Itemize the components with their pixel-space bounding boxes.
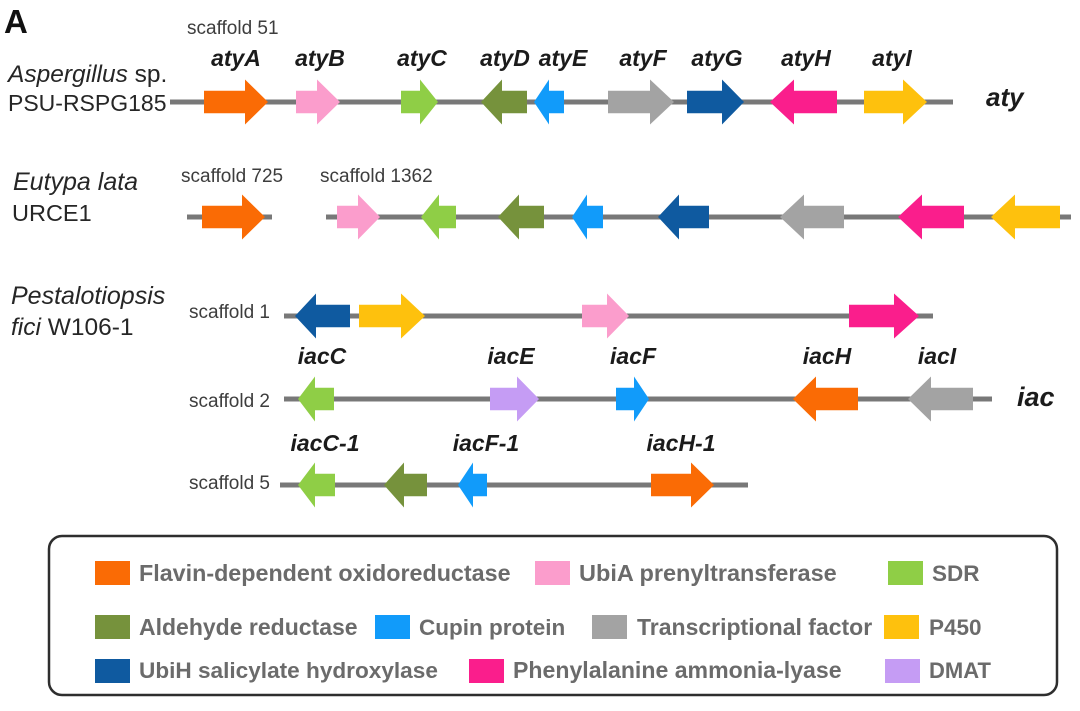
svg-text:scaffold 5: scaffold 5	[189, 473, 270, 494]
svg-text:SDR: SDR	[932, 561, 980, 586]
svg-text:Cupin protein: Cupin protein	[419, 615, 565, 640]
svg-text:atyC: atyC	[397, 45, 447, 71]
svg-text:scaffold 51: scaffold 51	[187, 18, 279, 39]
svg-text:scaffold 1: scaffold 1	[189, 302, 270, 323]
svg-text:Phenylalanine ammonia-lyase: Phenylalanine ammonia-lyase	[513, 657, 842, 683]
svg-text:atyI: atyI	[872, 45, 912, 71]
svg-text:scaffold 2: scaffold 2	[189, 391, 270, 412]
svg-text:URCE1: URCE1	[12, 200, 92, 226]
svg-text:iacC-1: iacC-1	[290, 430, 359, 456]
svg-text:atyH: atyH	[781, 45, 831, 71]
svg-text:PSU-RSPG185: PSU-RSPG185	[8, 90, 167, 116]
svg-text:Eutypa lata: Eutypa lata	[13, 168, 138, 196]
svg-text:Pestalotiopsis: Pestalotiopsis	[11, 282, 165, 310]
svg-text:A: A	[4, 3, 28, 40]
svg-text:P450: P450	[929, 615, 982, 640]
svg-text:iacE: iacE	[487, 343, 535, 369]
svg-text:iacC: iacC	[298, 343, 347, 369]
svg-text:atyB: atyB	[295, 45, 345, 71]
svg-text:Transcriptional factor: Transcriptional factor	[637, 614, 872, 640]
svg-text:iacI: iacI	[918, 343, 957, 369]
svg-text:atyG: atyG	[691, 45, 742, 71]
svg-text:iacF-1: iacF-1	[453, 430, 519, 456]
svg-text:Aldehyde reductase: Aldehyde reductase	[139, 614, 358, 640]
svg-text:UbiH salicylate hydroxylase: UbiH salicylate hydroxylase	[139, 658, 438, 683]
svg-text:DMAT: DMAT	[929, 658, 991, 683]
svg-text:Aspergillus sp.: Aspergillus sp.	[6, 61, 167, 88]
svg-text:iacH-1: iacH-1	[646, 430, 715, 456]
svg-text:scaffold 1362: scaffold 1362	[320, 166, 433, 187]
svg-text:scaffold 725: scaffold 725	[181, 166, 283, 187]
svg-text:iacH: iacH	[803, 343, 852, 369]
svg-text:Flavin-dependent oxidoreductas: Flavin-dependent oxidoreductase	[139, 560, 511, 586]
svg-text:fici W106-1: fici W106-1	[11, 314, 134, 341]
svg-text:aty: aty	[986, 82, 1025, 112]
svg-text:atyA: atyA	[211, 45, 261, 71]
svg-text:iacF: iacF	[610, 343, 657, 369]
svg-text:UbiA prenyltransferase: UbiA prenyltransferase	[579, 560, 837, 586]
svg-text:atyD: atyD	[480, 45, 530, 71]
svg-text:iac: iac	[1017, 382, 1055, 412]
svg-text:atyE: atyE	[539, 45, 588, 71]
svg-text:atyF: atyF	[619, 45, 667, 71]
